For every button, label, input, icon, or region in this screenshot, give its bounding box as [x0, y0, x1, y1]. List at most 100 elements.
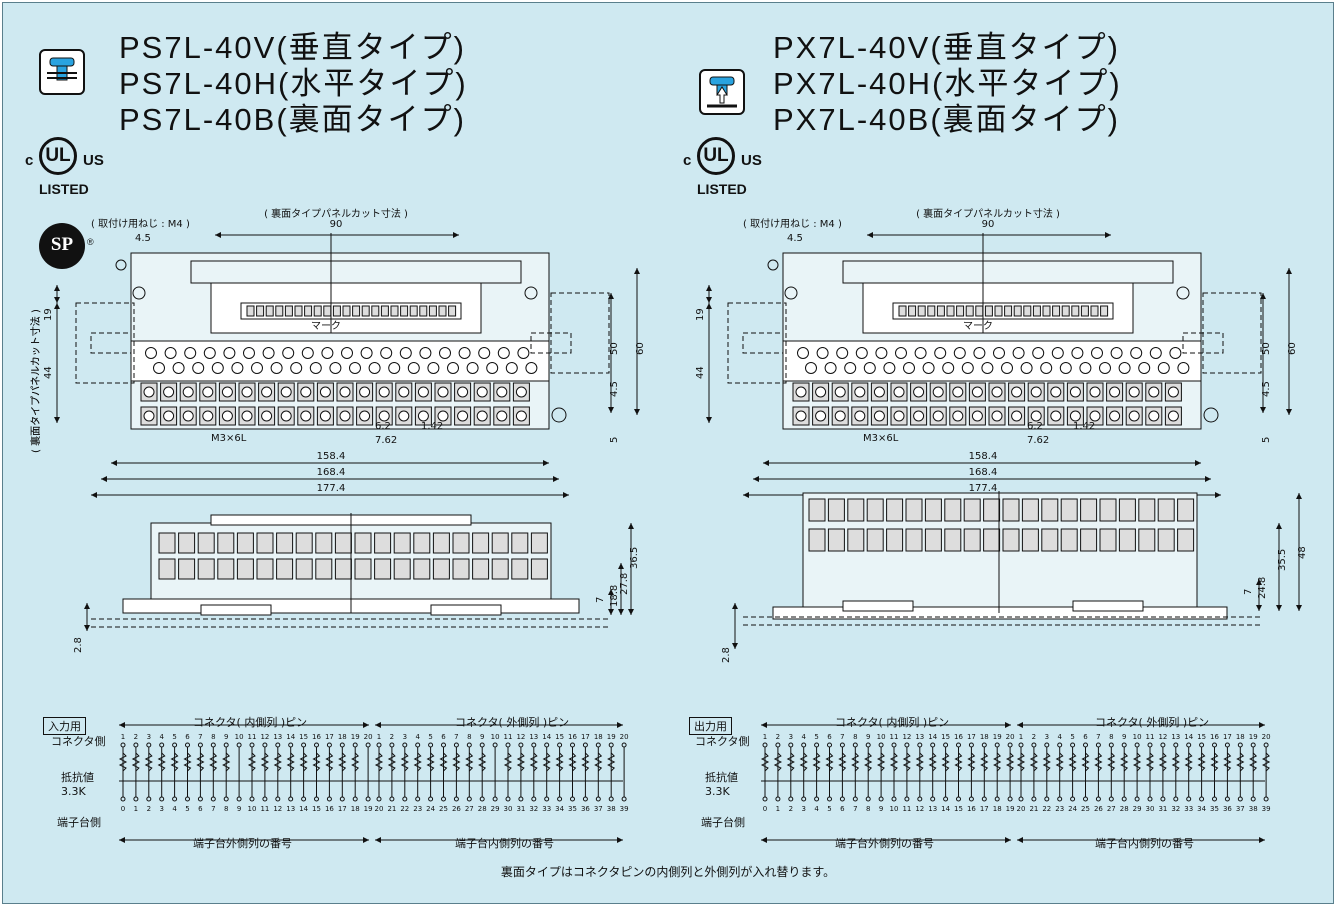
- ps7l-40h-title: PS7L-40H(水平タイプ): [119, 66, 468, 101]
- pin-number: 35: [568, 805, 577, 813]
- drawing-circle: [365, 796, 371, 802]
- drawing-circle: [261, 410, 273, 422]
- dimension-label: ( 取付け用ねじ : M4 ): [91, 217, 190, 230]
- drawing-circle: [497, 347, 510, 359]
- resistor: [1249, 752, 1258, 772]
- drawing-circle: [1110, 347, 1123, 359]
- drawing-rect: [158, 558, 176, 580]
- drawing-circle: [262, 796, 268, 802]
- dimension-arrow: [608, 589, 614, 615]
- drawing-circle: [447, 362, 459, 374]
- dimension-label: ( 裏面タイプパネルカット寸法 ): [916, 207, 1060, 220]
- drawing-rect: [511, 558, 529, 580]
- drawing-circle: [1057, 742, 1063, 748]
- dimension-label: 60: [635, 342, 646, 355]
- pin-number: 2: [789, 805, 793, 813]
- drawing-rect: [842, 260, 1174, 284]
- resistor: [1081, 752, 1090, 772]
- dimension-label: 90: [982, 219, 995, 230]
- drawing-circle: [301, 796, 307, 802]
- dimension-label: 50: [1261, 342, 1272, 355]
- drawing-rect: [847, 498, 865, 522]
- drawing-circle: [814, 796, 820, 802]
- drawing-circle: [883, 362, 896, 374]
- drawing-circle: [1032, 347, 1045, 359]
- drawing-circle: [788, 742, 794, 748]
- dimension-arrow: [706, 285, 712, 303]
- drawing-rect: [334, 532, 352, 554]
- resistor: [555, 752, 564, 772]
- drawing-circle: [827, 742, 832, 748]
- drawing-circle: [1134, 796, 1140, 802]
- pin-number: 23: [413, 805, 422, 813]
- drawing-circle: [903, 362, 915, 374]
- drawing-rect: [1080, 305, 1089, 317]
- drawing-circle: [797, 347, 809, 359]
- drawing-circle: [914, 347, 927, 359]
- inner-pin-caption-left: コネクタ( 内側列 )ピン: [193, 716, 308, 729]
- resistor: [1055, 752, 1064, 772]
- csa-mark: SP ®: [39, 223, 94, 269]
- resistor: [773, 752, 783, 772]
- pin-number: 14: [928, 733, 937, 741]
- pin-number: 17: [1223, 733, 1232, 741]
- drawing-circle: [1224, 796, 1230, 802]
- pin-number: 16: [1210, 733, 1219, 741]
- pin-number: 4: [801, 733, 806, 741]
- drawing-circle: [517, 347, 530, 359]
- outer-pin-caption-left: コネクタ( 外側列 )ピン: [455, 716, 570, 729]
- drawing-circle: [775, 796, 781, 802]
- drawing-rect: [1099, 528, 1117, 552]
- drawing-circle: [1177, 362, 1190, 374]
- drawing-rect: [256, 558, 274, 580]
- drawing-circle: [873, 410, 885, 422]
- dimension-label: 60: [1287, 342, 1298, 355]
- drawing-circle: [557, 796, 563, 802]
- drawing-circle: [496, 410, 508, 422]
- pin-number: 32: [529, 805, 538, 813]
- drawing-rect: [374, 532, 392, 554]
- resistor: [1120, 752, 1129, 772]
- drawing-circle: [505, 796, 511, 802]
- dimension-label: 90: [330, 219, 343, 230]
- px-icon: [699, 69, 745, 115]
- pin-number: 33: [542, 805, 551, 813]
- drawing-circle: [314, 742, 319, 748]
- drawing-circle: [223, 742, 229, 748]
- drawing-circle: [146, 796, 152, 802]
- pin-number: 10: [491, 733, 500, 741]
- dimension-label: 4.5: [1261, 381, 1272, 397]
- drawing-rect: [1177, 498, 1195, 522]
- resistor: [838, 752, 847, 772]
- pin-number: 5: [814, 733, 818, 741]
- drawing-circle: [1070, 742, 1076, 748]
- resistor: [864, 752, 873, 772]
- resistor: [260, 752, 270, 772]
- pin-number: 12: [516, 733, 525, 741]
- drawing-rect: [428, 305, 437, 317]
- drawing-rect: [963, 498, 981, 522]
- pin-number: 26: [1094, 805, 1103, 813]
- drawing-rect: [295, 532, 313, 554]
- pin-number: 20: [364, 733, 373, 741]
- dimension-label: 7: [595, 597, 606, 603]
- drawing-rect: [217, 558, 235, 580]
- drawing-rect: [294, 305, 303, 317]
- pin-number: 18: [1236, 733, 1245, 741]
- inner-pin-caption-right: コネクタ( 内側列 )ピン: [835, 716, 950, 729]
- drawing-rect: [256, 532, 274, 554]
- drawing-circle: [457, 386, 469, 398]
- drawing-rect: [946, 305, 955, 317]
- ul-c: c: [683, 152, 692, 169]
- pin-number: 26: [452, 805, 461, 813]
- pin-number: 5: [185, 805, 189, 813]
- drawing-circle: [1095, 742, 1101, 748]
- drawing-rect: [827, 528, 845, 552]
- drawing-circle: [994, 742, 1000, 748]
- drawing-circle: [1186, 742, 1192, 748]
- resistor: [825, 752, 834, 772]
- drawing-circle: [339, 386, 351, 398]
- pin-number: 21: [387, 805, 396, 813]
- drawing-circle: [1069, 386, 1081, 398]
- pin-number: 12: [902, 733, 911, 741]
